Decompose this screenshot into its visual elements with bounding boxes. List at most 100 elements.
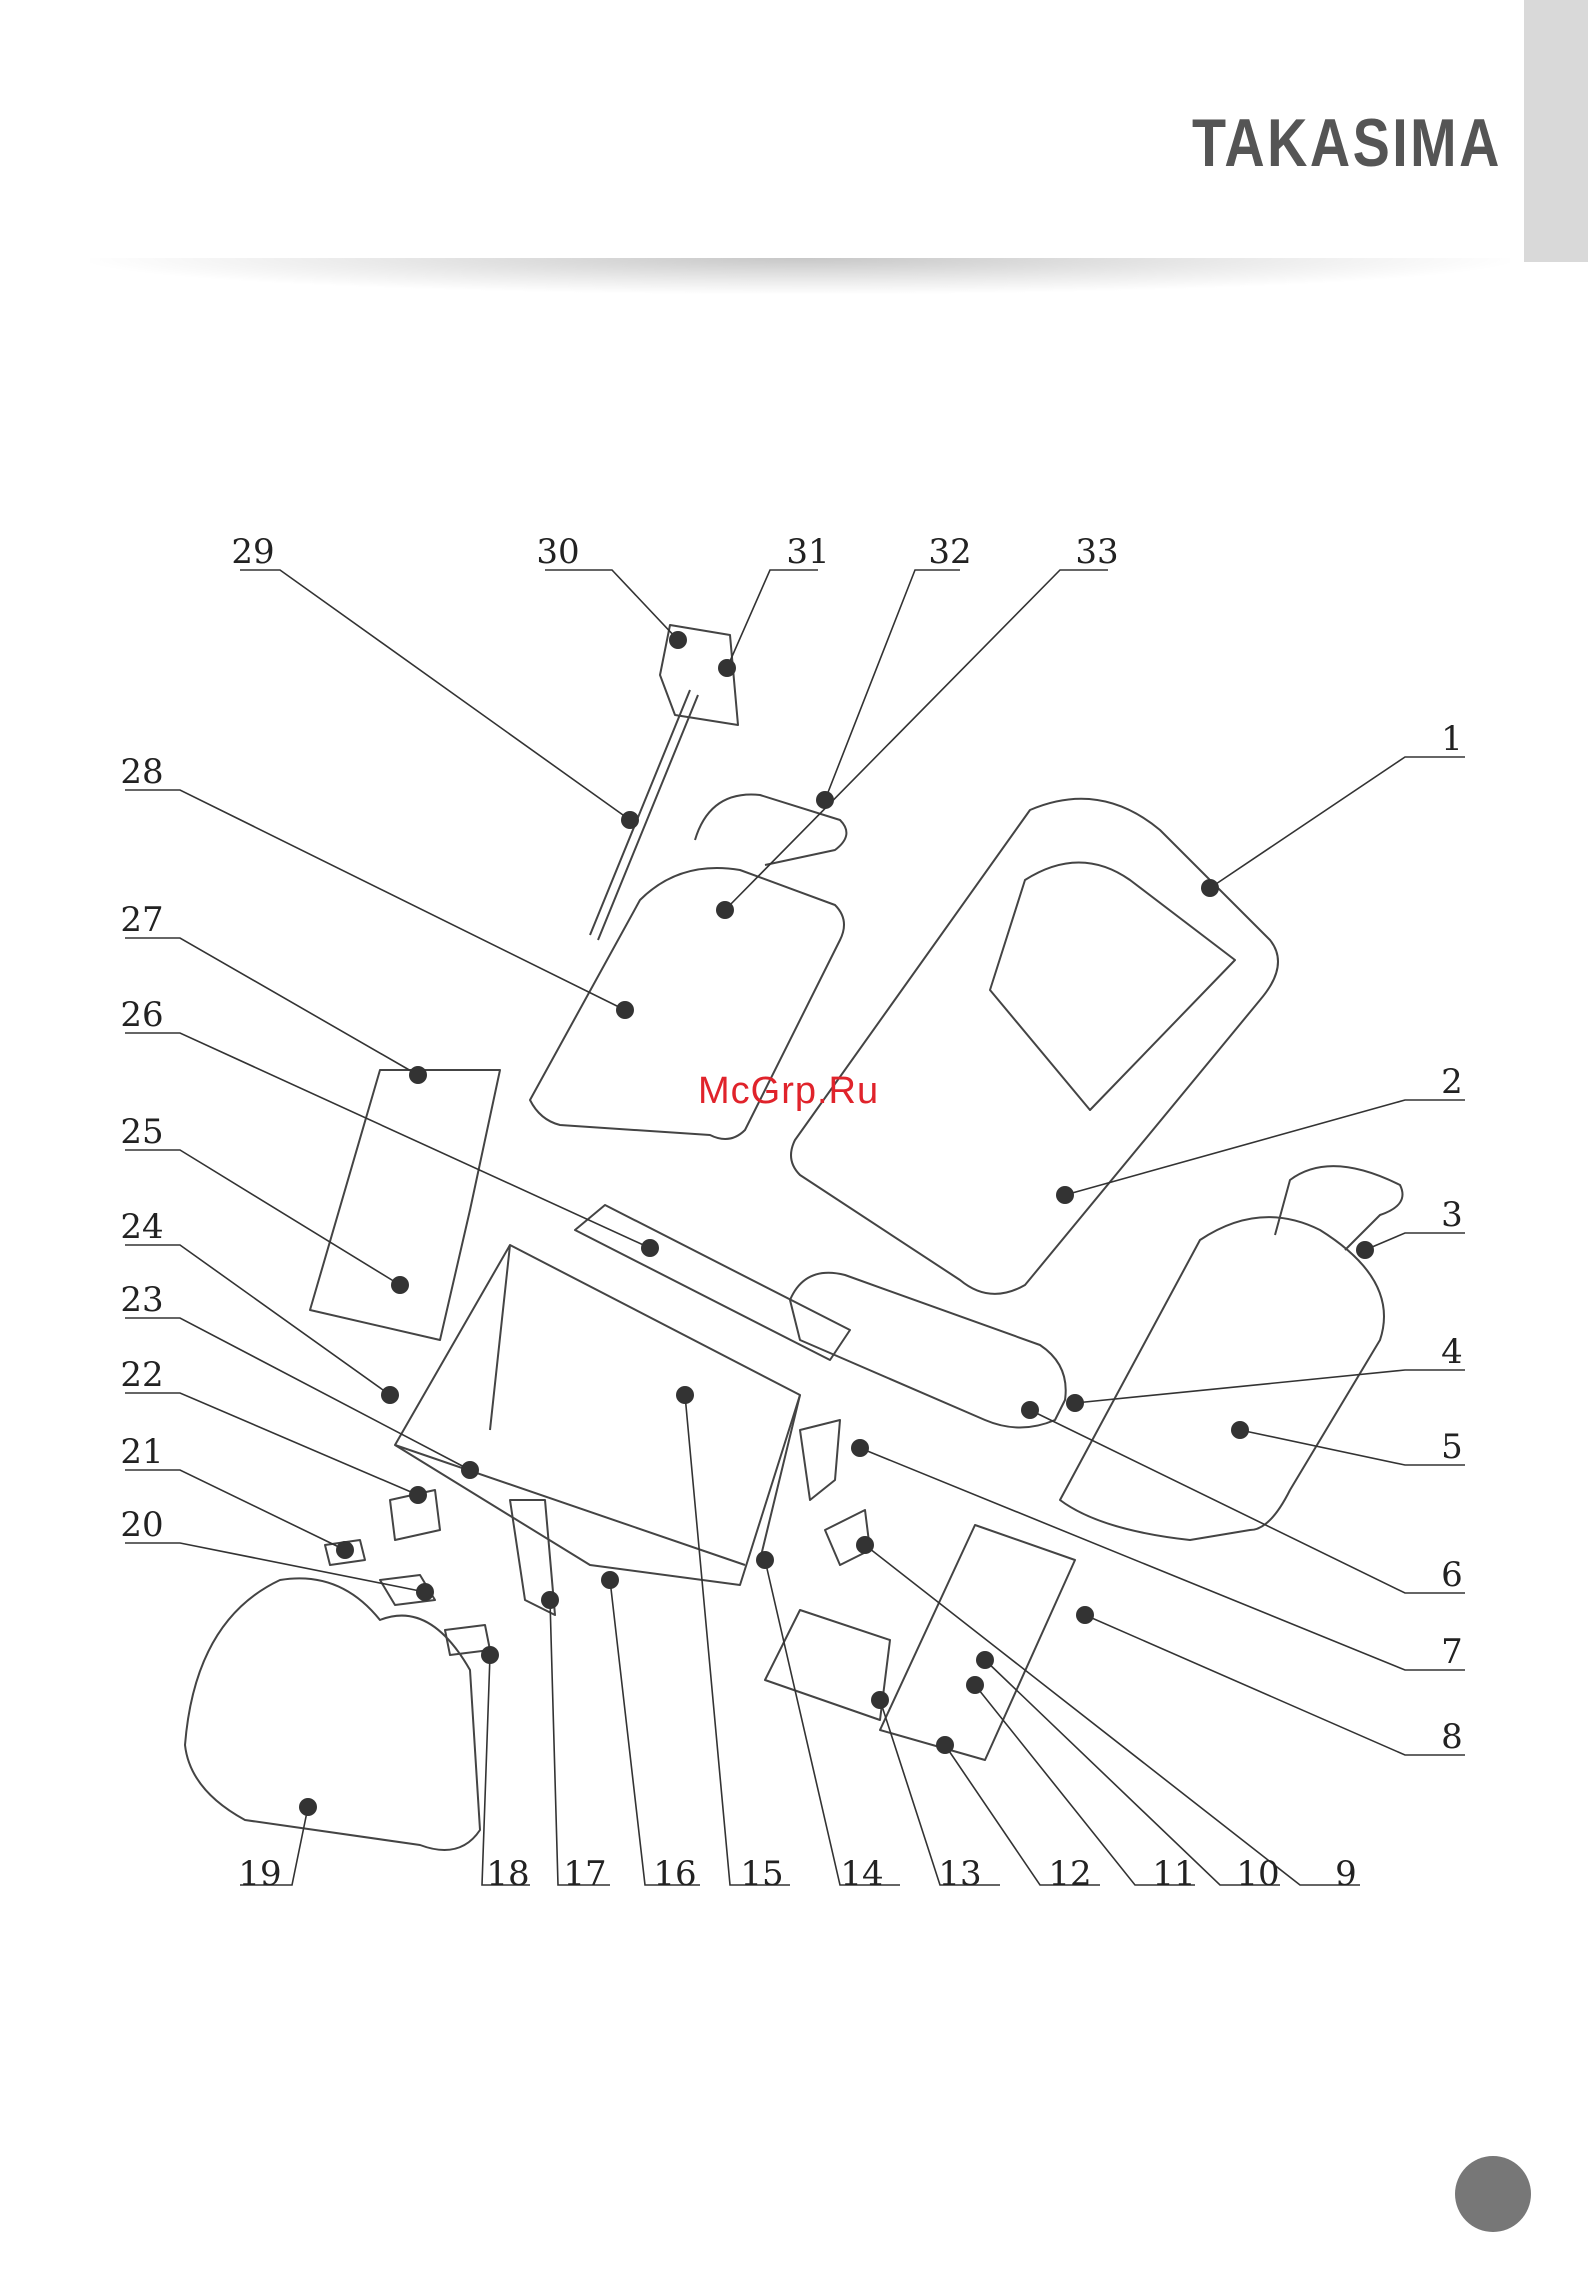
- callout-3: 3: [1441, 1195, 1463, 1235]
- dot-16: [601, 1571, 619, 1589]
- dot-5: [1231, 1421, 1249, 1439]
- dot-6: [1021, 1401, 1039, 1419]
- callout-4: 4: [1441, 1332, 1463, 1372]
- callout-7: 7: [1441, 1632, 1463, 1672]
- dot-13: [871, 1691, 889, 1709]
- leader-23: [125, 1318, 470, 1470]
- callout-29: 29: [231, 532, 274, 572]
- dot-2: [1056, 1186, 1074, 1204]
- dot-24: [381, 1386, 399, 1404]
- callout-26: 26: [120, 995, 163, 1035]
- dot-29: [621, 811, 639, 829]
- callout-31: 31: [786, 532, 829, 572]
- dot-4: [1066, 1394, 1084, 1412]
- leader-9: [865, 1545, 1360, 1885]
- dot-18: [481, 1646, 499, 1664]
- dot-25: [391, 1276, 409, 1294]
- callout-11: 11: [1152, 1854, 1195, 1894]
- leader-25: [125, 1150, 400, 1285]
- part-base-frame-rail: [395, 1245, 800, 1565]
- leader-16: [610, 1580, 700, 1885]
- callout-2: 2: [1441, 1062, 1463, 1102]
- part-base-frame: [395, 1245, 800, 1585]
- callout-19: 19: [238, 1854, 281, 1894]
- leader-28: [125, 790, 625, 1010]
- leader-31: [727, 570, 818, 668]
- dot-9: [856, 1536, 874, 1554]
- leader-26: [125, 1033, 650, 1248]
- dot-8: [1076, 1606, 1094, 1624]
- part-rear-frame-2: [880, 1525, 1075, 1760]
- callout-27: 27: [120, 900, 163, 940]
- part-7: [800, 1420, 840, 1500]
- callout-10: 10: [1236, 1854, 1279, 1894]
- dot-22: [409, 1486, 427, 1504]
- callout-28: 28: [120, 752, 163, 792]
- part-backrest-cover-inner: [990, 863, 1235, 1111]
- leader-dots: [299, 631, 1374, 1816]
- dot-11: [966, 1676, 984, 1694]
- callout-16: 16: [653, 1854, 696, 1894]
- part-left-frame: [310, 1070, 500, 1340]
- callout-25: 25: [120, 1112, 163, 1152]
- dot-31: [718, 659, 736, 677]
- leader-4: [1075, 1370, 1465, 1403]
- watermark-text: McGrp.Ru: [698, 1070, 879, 1113]
- dot-27: [409, 1066, 427, 1084]
- part-rear-frame: [765, 1610, 890, 1720]
- callout-13: 13: [938, 1854, 981, 1894]
- dot-19: [299, 1798, 317, 1816]
- callout-12: 12: [1048, 1854, 1091, 1894]
- dot-14: [756, 1551, 774, 1569]
- leader-30: [545, 570, 678, 640]
- dot-15: [676, 1386, 694, 1404]
- leader-18: [482, 1655, 530, 1885]
- leader-5: [1240, 1430, 1465, 1465]
- leader-3: [1365, 1233, 1465, 1250]
- part-foot-rest: [185, 1578, 480, 1850]
- leader-32: [825, 570, 960, 800]
- callout-22: 22: [120, 1355, 163, 1395]
- dot-1: [1201, 879, 1219, 897]
- callout-18: 18: [486, 1854, 529, 1894]
- part-backrest-cover: [791, 799, 1278, 1294]
- callout-24: 24: [120, 1207, 163, 1247]
- dot-30: [669, 631, 687, 649]
- callout-5: 5: [1441, 1427, 1463, 1467]
- part-drawings: [185, 625, 1403, 1850]
- callout-15: 15: [740, 1854, 783, 1894]
- leader-lines: [125, 570, 1465, 1885]
- leader-8: [1085, 1615, 1465, 1755]
- part-right-arm-top: [1275, 1166, 1403, 1250]
- leader-27: [125, 938, 418, 1075]
- dot-28: [616, 1001, 634, 1019]
- dot-21: [336, 1541, 354, 1559]
- callout-17: 17: [563, 1854, 606, 1894]
- callout-6: 6: [1441, 1555, 1463, 1595]
- callout-30: 30: [536, 532, 579, 572]
- callout-32: 32: [928, 532, 971, 572]
- page-number-badge: [1455, 2156, 1531, 2232]
- callout-14: 14: [840, 1854, 883, 1894]
- dot-32: [816, 791, 834, 809]
- dot-33: [716, 901, 734, 919]
- dot-12: [936, 1736, 954, 1754]
- callout-23: 23: [120, 1280, 163, 1320]
- part-right-arm: [1060, 1217, 1384, 1540]
- leader-2: [1065, 1100, 1465, 1195]
- leader-33: [725, 570, 1108, 910]
- dot-20: [416, 1583, 434, 1601]
- leader-15: [685, 1395, 790, 1885]
- leader-29: [240, 570, 630, 820]
- leader-7: [860, 1448, 1465, 1670]
- dot-23: [461, 1461, 479, 1479]
- dot-3: [1356, 1241, 1374, 1259]
- callout-21: 21: [120, 1432, 163, 1472]
- dot-17: [541, 1591, 559, 1609]
- callout-8: 8: [1441, 1717, 1463, 1757]
- callout-9: 9: [1335, 1854, 1357, 1894]
- part-seat-cushion: [575, 1205, 850, 1360]
- dot-7: [851, 1439, 869, 1457]
- dot-26: [641, 1239, 659, 1257]
